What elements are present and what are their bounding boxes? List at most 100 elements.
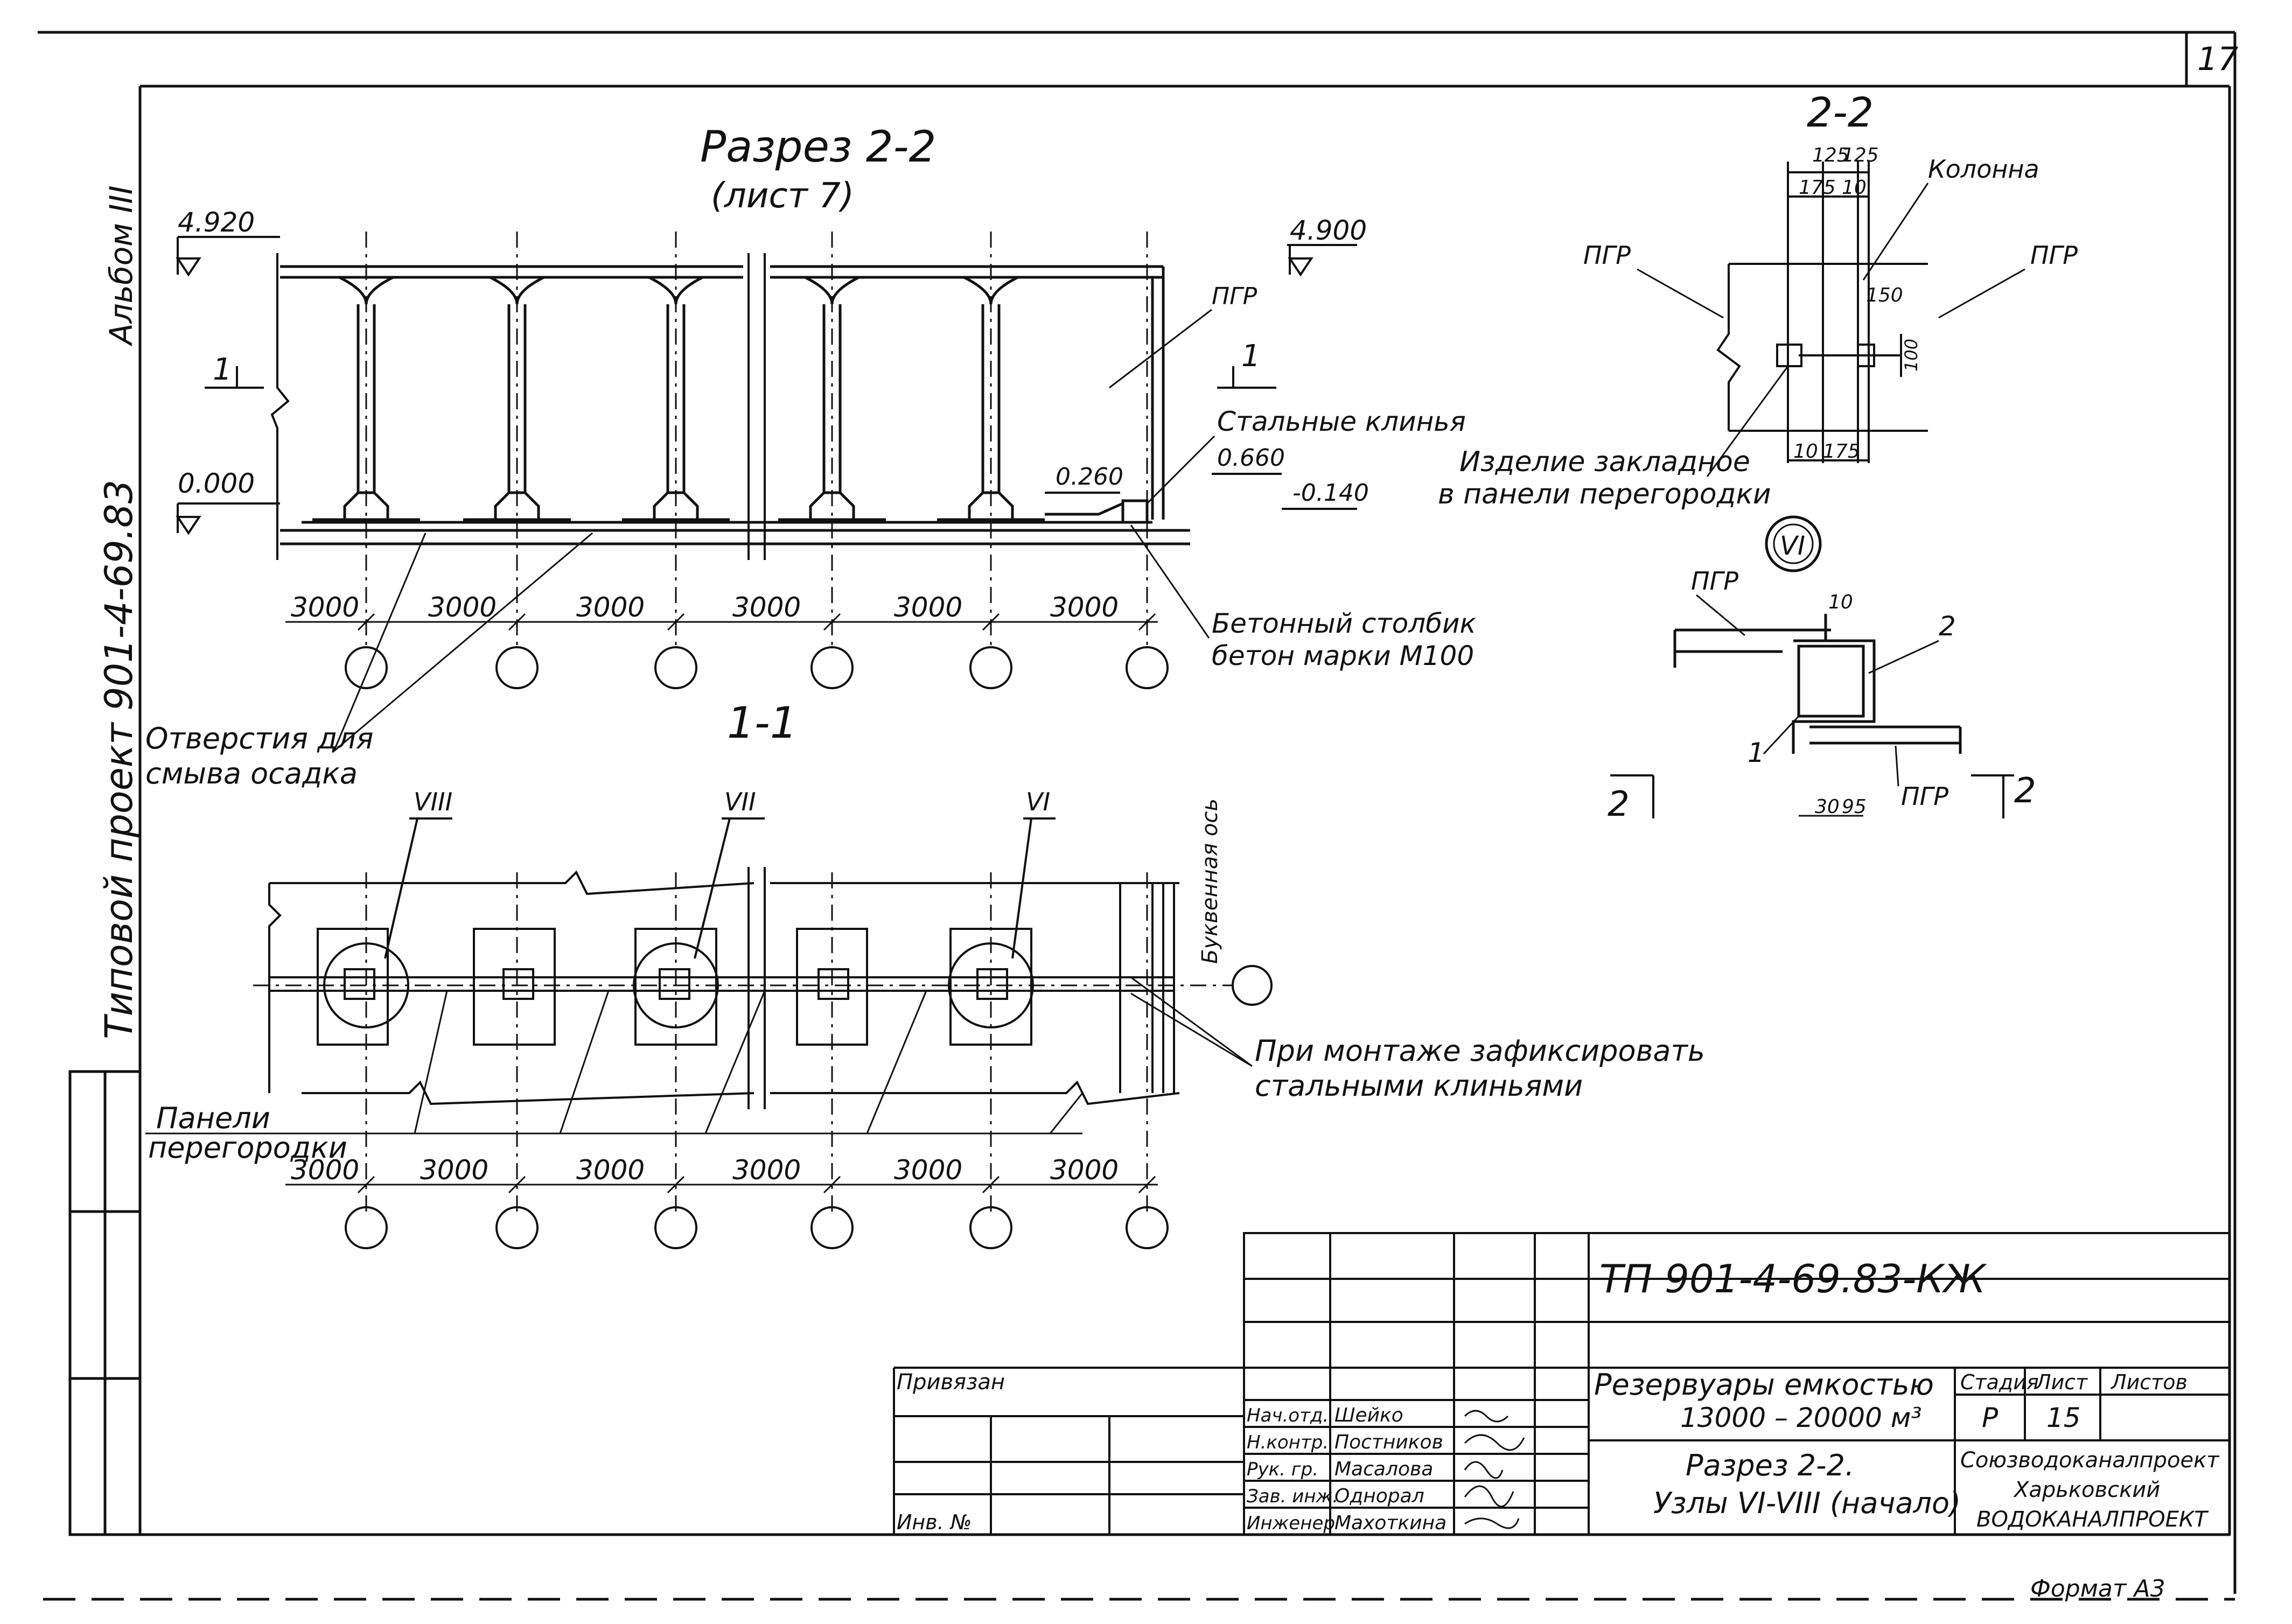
- columns: [312, 276, 1149, 524]
- elev-top-left: 4.920: [178, 207, 255, 238]
- dim-125-b: 125: [1842, 144, 1879, 166]
- label-2: 2: [1939, 611, 1956, 642]
- plan-1-1: 1-1: [145, 698, 1705, 1249]
- elev-top-right: 4.900: [1290, 215, 1367, 246]
- dim-vi-10: 10: [1828, 591, 1853, 613]
- concrete-post-label-1: Бетонный столбик: [1212, 608, 1476, 639]
- roof-slab: [280, 265, 1165, 520]
- plan-outline: [268, 867, 1180, 1109]
- label-1: 1: [1748, 737, 1765, 768]
- pgr-bottom-leader: [1895, 745, 1899, 787]
- sheet-name-1: Разрез 2-2.: [1686, 1448, 1854, 1482]
- pgr-right-label: ПГР: [2030, 241, 2078, 270]
- plan-span-6: 3000: [1050, 1154, 1119, 1186]
- album-label: Альбом III: [103, 185, 139, 347]
- pgr-top-leader: [1696, 594, 1745, 636]
- role-2: Н.контр.: [1247, 1432, 1329, 1453]
- cut-marks: [1610, 774, 2014, 818]
- privyazan: Привязан: [897, 1370, 1005, 1395]
- dim-125-a: 125: [1812, 144, 1849, 166]
- label-1-leader: [1763, 715, 1800, 755]
- elev-zero: 0.000: [178, 468, 255, 499]
- span-3: 3000: [576, 592, 645, 623]
- wedges-leader: [1146, 435, 1215, 505]
- org-1: Союзводоканалпроект: [1960, 1448, 2220, 1473]
- name-1: Шейко: [1334, 1404, 1403, 1426]
- break-lines: [270, 253, 766, 560]
- sheets-header: Листов: [2110, 1370, 2188, 1394]
- dim-10b: 10: [1793, 440, 1818, 463]
- pgr-right-leader: [1938, 268, 2025, 319]
- concrete-post: [1045, 499, 1149, 524]
- detail-vi-mark-outer: [1765, 515, 1822, 572]
- elev-0660: 0.660: [1217, 444, 1285, 472]
- holes-label-2: смыва осадка: [145, 757, 358, 790]
- span-6: 3000: [1050, 592, 1119, 623]
- pgr-left-label: ПГР: [1583, 241, 1631, 270]
- column-3: [622, 276, 730, 521]
- dim-175b: 175: [1823, 440, 1860, 463]
- org-2: Харьковский: [2013, 1478, 2160, 1502]
- concrete-post-leader: [1130, 524, 1210, 639]
- embedded-label-1: Изделие закладное: [1459, 446, 1750, 478]
- axis-bubbles: [345, 646, 1169, 689]
- project-name-2: 13000 – 20000 м³: [1680, 1402, 1922, 1433]
- span-dimension-chain: [285, 613, 1158, 631]
- span-1: 3000: [291, 592, 359, 623]
- plan-axis-bubbles: [345, 1206, 1169, 1249]
- sheet-value: 15: [2046, 1402, 2081, 1433]
- letter-axis-bubble: [1232, 965, 1273, 1006]
- pgr-top-label: ПГР: [1691, 566, 1738, 596]
- floor-slab: [280, 521, 1190, 545]
- axis-lines: [365, 232, 1148, 646]
- detail-vi-mark-inner: [1773, 523, 1814, 564]
- cut-mark-right: 1: [1241, 339, 1261, 374]
- detail-vi-geometry: [1673, 614, 1962, 754]
- format-label: Формат А3: [2030, 1575, 2165, 1602]
- elev-0260: 0.260: [1056, 463, 1123, 491]
- elevation-marks: [176, 236, 1357, 535]
- role-3: Рук. гр.: [1247, 1459, 1318, 1480]
- doc-code: ТП 901-4-69.83-КЖ: [1599, 1256, 1987, 1301]
- signatures: [1464, 1410, 1525, 1529]
- fix-leaders: [1130, 976, 1253, 1067]
- name-5: Махоткина: [1334, 1512, 1447, 1534]
- plan-1-1-title: 1-1: [727, 698, 798, 748]
- detail-2-2-title: 2-2: [1807, 88, 1874, 136]
- sheet-name-2: Узлы VI-VIII (начало): [1653, 1486, 1961, 1520]
- section-2-2: Разрез 2-2 (лист 7): [145, 122, 1476, 790]
- node-mark-vi: VI: [1026, 787, 1050, 816]
- span-4: 3000: [732, 592, 801, 623]
- detail-2-2-geometry: [1716, 162, 1928, 463]
- plan-axis-lines: [253, 872, 1233, 1212]
- concrete-post-label-2: бетон марки М100: [1212, 640, 1474, 671]
- page-number: 17: [2197, 40, 2238, 78]
- node-mark-vii: VII: [724, 787, 756, 816]
- elev-m0140: -0.140: [1292, 479, 1369, 507]
- node-mark-leaders: [384, 817, 1056, 959]
- fix-label-2: стальными клиньями: [1255, 1069, 1583, 1103]
- column-label: Колонна: [1928, 155, 2039, 184]
- plan-span-1: 3000: [291, 1154, 359, 1186]
- pgr-leader: [1109, 309, 1212, 389]
- dim-vi-30: 30: [1815, 796, 1840, 818]
- name-3: Масалова: [1334, 1458, 1433, 1480]
- pgr-bottom-label: ПГР: [1901, 782, 1948, 811]
- dim-150: 150: [1866, 284, 1903, 306]
- name-4: Однорал: [1334, 1485, 1424, 1507]
- name-2: Постников: [1334, 1431, 1443, 1453]
- plan-span-3: 3000: [576, 1154, 645, 1186]
- plan-span-2: 3000: [420, 1154, 488, 1186]
- sheet-frame: [38, 31, 2237, 1601]
- stage-header: Стадия: [1960, 1370, 2039, 1394]
- letter-axis-label: Буквенная ось: [1198, 799, 1222, 964]
- section-2-2-title: Разрез 2-2: [700, 122, 936, 172]
- span-2: 3000: [428, 592, 497, 623]
- dim-100: 100: [1901, 339, 1921, 372]
- cut-mark-left: 1: [213, 352, 232, 387]
- section-2-2-ref: (лист 7): [711, 176, 854, 216]
- pgr-label: ПГР: [1212, 283, 1257, 310]
- cut-right: 2: [2014, 771, 2036, 811]
- label-2-leader: [1868, 640, 1939, 674]
- plan-span-4: 3000: [732, 1154, 801, 1186]
